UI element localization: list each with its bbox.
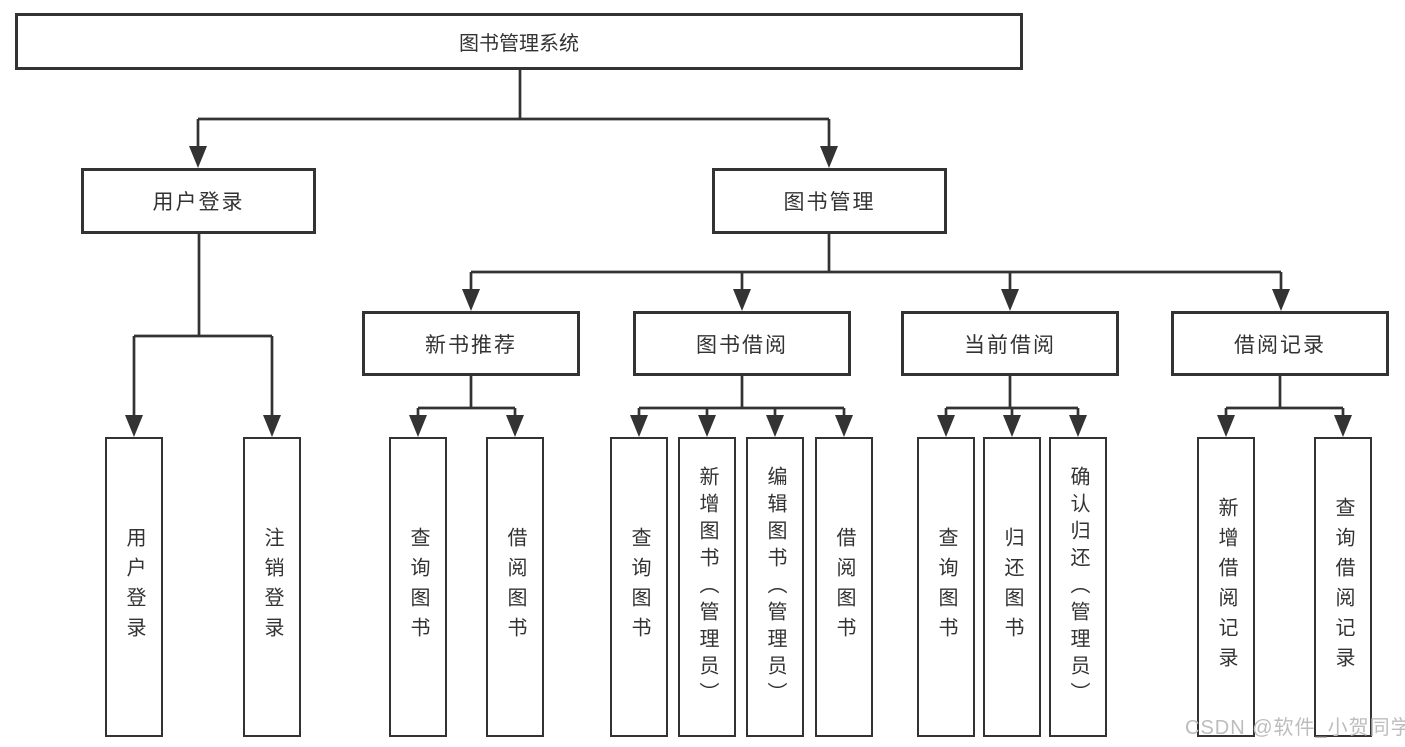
node-user-login-leaf: 用户登录 <box>105 437 163 737</box>
node-user-login-branch: 用户登录 <box>81 168 316 234</box>
node-borrow-record: 借阅记录 <box>1171 311 1389 376</box>
node-label: 查询图书 <box>935 527 957 647</box>
node-label: 查询图书 <box>628 527 650 647</box>
node-new-book-recommend: 新书推荐 <box>362 311 580 376</box>
node-book-borrow: 图书借阅 <box>633 311 851 376</box>
node-bb-add-book-admin: 新增图书（管理员） <box>678 437 736 737</box>
node-cb-query-book: 查询图书 <box>917 437 975 737</box>
connector-bus <box>134 70 1343 410</box>
node-nb-borrow-book: 借阅图书 <box>486 437 544 737</box>
node-label: 注销登录 <box>261 527 283 647</box>
node-label: 新增图书（管理员） <box>696 465 718 709</box>
node-book-management-branch: 图书管理 <box>712 168 947 234</box>
node-cb-return-book: 归还图书 <box>983 437 1041 737</box>
node-cb-confirm-return-admin: 确认归还（管理员） <box>1049 437 1107 737</box>
node-br-query-record: 查询借阅记录 <box>1314 437 1372 737</box>
node-label: 借阅图书 <box>833 527 855 647</box>
node-logout-leaf: 注销登录 <box>243 437 301 737</box>
node-current-borrow: 当前借阅 <box>901 311 1119 376</box>
watermark: CSDN @软件_小贺同学 <box>1185 717 1405 739</box>
node-bb-query-book: 查询图书 <box>610 437 668 737</box>
node-label: 查询借阅记录 <box>1332 497 1354 677</box>
node-nb-query-book: 查询图书 <box>389 437 447 737</box>
node-br-add-record: 新增借阅记录 <box>1197 437 1255 737</box>
node-bb-borrow-book: 借阅图书 <box>815 437 873 737</box>
node-label: 编辑图书（管理员） <box>764 465 786 709</box>
node-label: 用户登录 <box>123 527 145 647</box>
node-label: 借阅图书 <box>504 527 526 647</box>
node-label: 新增借阅记录 <box>1215 497 1237 677</box>
node-label: 确认归还（管理员） <box>1067 465 1089 709</box>
node-label: 查询图书 <box>407 527 429 647</box>
node-root-system: 图书管理系统 <box>15 13 1023 70</box>
node-label: 归还图书 <box>1001 527 1023 647</box>
node-bb-edit-book-admin: 编辑图书（管理员） <box>746 437 804 737</box>
